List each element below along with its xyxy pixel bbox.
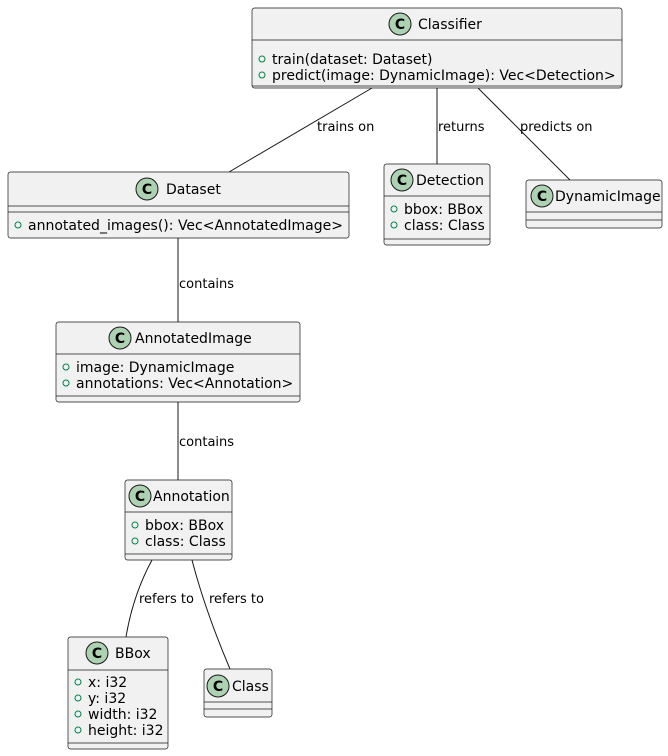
class-badge-letter: C	[135, 489, 145, 505]
class-name: Class	[232, 679, 269, 695]
edge-classifier-dynamicimage	[477, 87, 571, 181]
class-member: annotations: Vec<Annotation>	[76, 376, 293, 392]
class-detection: C Detection bbox: BBox class: Class	[383, 163, 491, 246]
class-member: image: DynamicImage	[76, 360, 234, 376]
public-visibility-icon	[390, 205, 398, 213]
class-c-icon	[530, 184, 554, 208]
public-visibility-icon	[62, 379, 70, 387]
class-badge-letter: C	[537, 189, 547, 205]
class-member: height: i32	[88, 723, 164, 739]
class-badge-letter: C	[142, 182, 152, 198]
class-member: bbox: BBox	[145, 518, 224, 534]
edge-label-returns: returns	[438, 120, 485, 135]
class-member: class: Class	[404, 218, 485, 234]
class-class: C Class	[203, 668, 273, 718]
class-badge-letter: C	[397, 173, 407, 189]
edge-label-refers-to-class: refers to	[209, 592, 264, 607]
class-name: Classifier	[418, 17, 482, 33]
public-visibility-icon	[258, 55, 266, 63]
class-annotation: C Annotation bbox: BBox class: Class	[124, 479, 233, 561]
public-visibility-icon	[390, 221, 398, 229]
class-badge-letter: C	[115, 331, 125, 347]
class-member: y: i32	[88, 691, 126, 707]
public-visibility-icon	[74, 678, 82, 686]
class-box	[7, 171, 350, 239]
class-annotatedimage: C AnnotatedImage image: DynamicImage ann…	[55, 321, 301, 403]
edge-label-contains-1: contains	[179, 277, 234, 292]
public-visibility-icon	[74, 710, 82, 718]
class-badge-letter: C	[395, 17, 405, 33]
public-visibility-icon	[74, 726, 82, 734]
class-name: Annotation	[153, 489, 230, 505]
class-c-icon	[206, 674, 230, 698]
public-visibility-icon	[131, 521, 139, 529]
class-member: annotated_images(): Vec<AnnotatedImage>	[28, 218, 343, 234]
edge-classifier-dataset	[228, 87, 373, 173]
class-member: predict(image: DynamicImage): Vec<Detect…	[272, 68, 616, 84]
class-name: Detection	[416, 173, 484, 189]
edge-annotation-bbox	[125, 559, 153, 638]
class-bbox: C BBox x: i32 y: i32 width: i32 height: …	[67, 636, 169, 750]
class-box	[67, 636, 169, 750]
class-dynamicimage: C DynamicImage	[525, 179, 663, 229]
class-name: Dataset	[166, 182, 221, 198]
class-member: width: i32	[88, 707, 157, 723]
public-visibility-icon	[258, 71, 266, 79]
class-box	[251, 7, 623, 89]
class-badge-letter: C	[213, 679, 223, 695]
class-classifier: C Classifier train(dataset: Dataset) pre…	[251, 7, 623, 89]
class-c-icon	[108, 326, 132, 350]
edge-label-contains-2: contains	[179, 435, 234, 450]
class-c-icon	[135, 177, 159, 201]
class-dataset: C Dataset annotated_images(): Vec<Annota…	[7, 171, 350, 239]
class-box	[525, 179, 663, 229]
edge-label-refers-to-bbox: refers to	[139, 592, 194, 607]
class-member: class: Class	[145, 534, 226, 550]
class-member: train(dataset: Dataset)	[272, 52, 432, 68]
class-badge-letter: C	[92, 646, 102, 662]
public-visibility-icon	[14, 221, 22, 229]
public-visibility-icon	[74, 694, 82, 702]
class-name: DynamicImage	[555, 189, 661, 205]
class-c-icon	[388, 12, 412, 36]
class-name: AnnotatedImage	[135, 331, 252, 347]
class-c-icon	[85, 641, 109, 665]
relation-edges	[125, 87, 571, 670]
class-c-icon	[390, 168, 414, 192]
public-visibility-icon	[62, 363, 70, 371]
public-visibility-icon	[131, 537, 139, 545]
edge-label-trains-on: trains on	[317, 120, 374, 135]
class-member: x: i32	[88, 675, 127, 691]
edge-annotation-class	[191, 559, 231, 670]
edge-label-predicts-on: predicts on	[520, 120, 593, 135]
class-box	[124, 479, 233, 561]
class-member: bbox: BBox	[404, 202, 483, 218]
class-name: BBox	[115, 646, 151, 662]
class-c-icon	[128, 484, 152, 508]
relation-labels: trains on returns predicts on contains c…	[139, 120, 593, 607]
